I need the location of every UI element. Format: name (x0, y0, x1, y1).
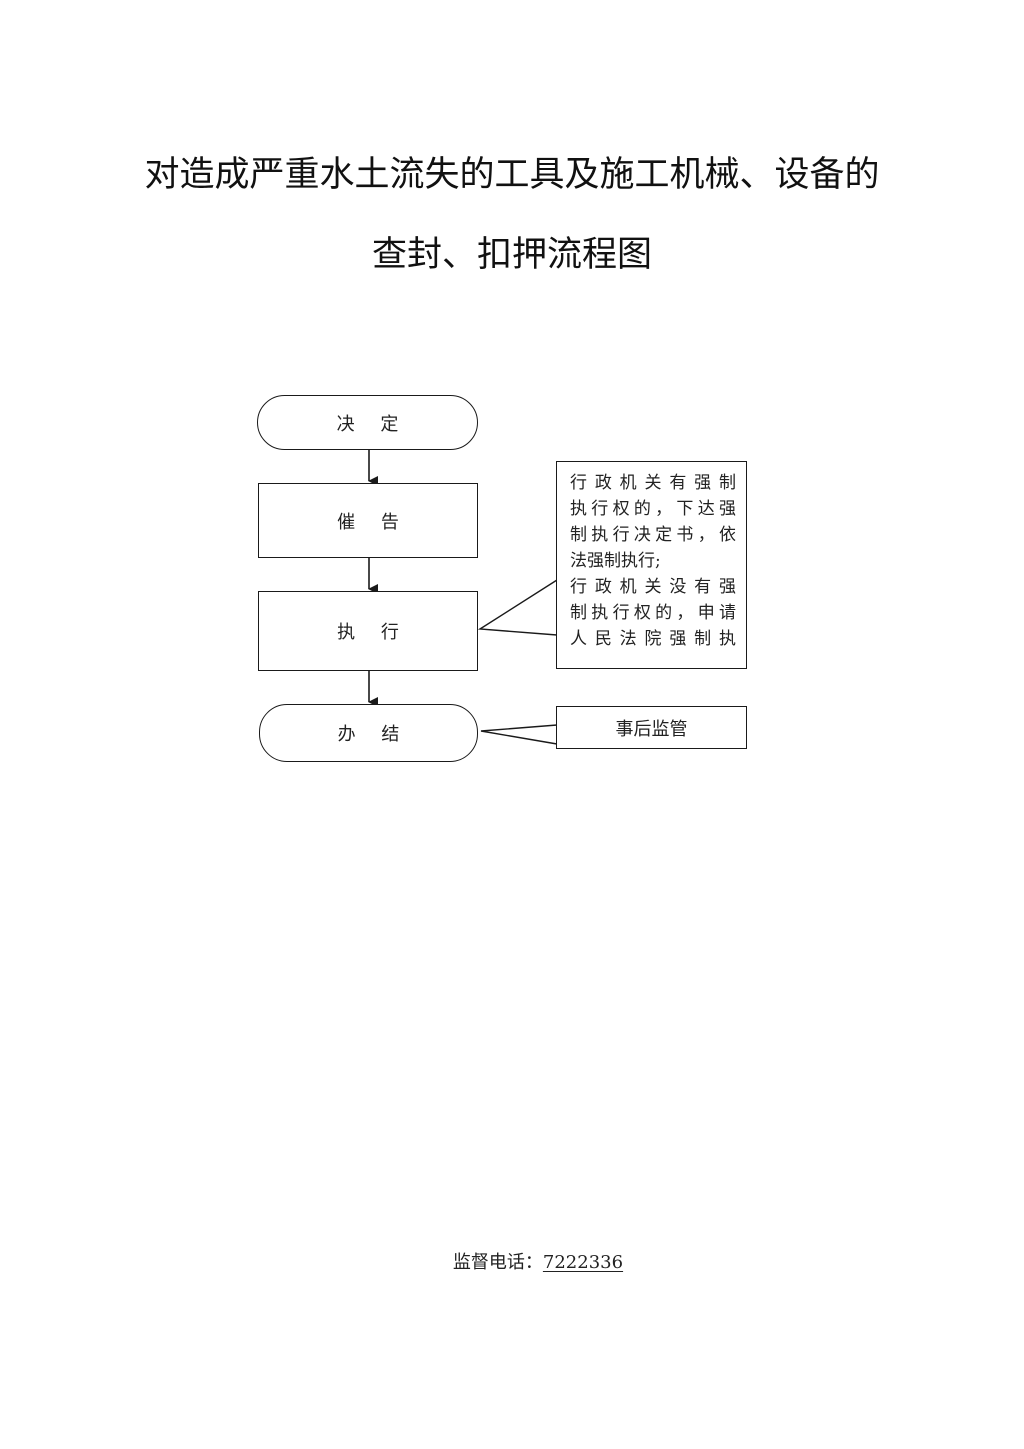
page-title-line-1: 对造成严重水土流失的工具及施工机械、设备的 (144, 155, 880, 195)
execution-note: 行政机关有强制 执行权的，下达强 制执行决定书，依 法强制执行; 行政机关没有强… (556, 461, 747, 669)
page-title-line-2: 查封、扣押流程图 (371, 235, 652, 275)
post-supervision-note: 事后监管 (556, 706, 747, 749)
hotline-label: 监督电话： (452, 1252, 543, 1273)
execution-note-line: 法强制执行; (570, 551, 661, 571)
execution-note-line: 人民法院强制执 (570, 629, 736, 649)
callout-pointer-execute-note (477, 579, 558, 636)
hotline-number: 7222336 (542, 1252, 624, 1273)
execution-note-line: 行政机关有强制 (570, 473, 736, 493)
flow-node-urge: 催 告 (258, 483, 478, 558)
flow-node-conclude: 办 结 (259, 704, 478, 762)
callout-pointer-post-supervision (480, 724, 558, 745)
execution-note-line: 制执行权的，申请 (570, 603, 736, 623)
execution-note-line: 执行权的，下达强 (570, 499, 736, 519)
flow-node-decide: 决 定 (257, 395, 478, 450)
flow-node-execute: 执 行 (258, 591, 478, 671)
supervision-hotline: 监督电话：7222336 (0, 1248, 1024, 1274)
execution-note-line: 制执行决定书，依 (570, 525, 736, 545)
execution-note-line: 行政机关没有强 (570, 577, 736, 597)
